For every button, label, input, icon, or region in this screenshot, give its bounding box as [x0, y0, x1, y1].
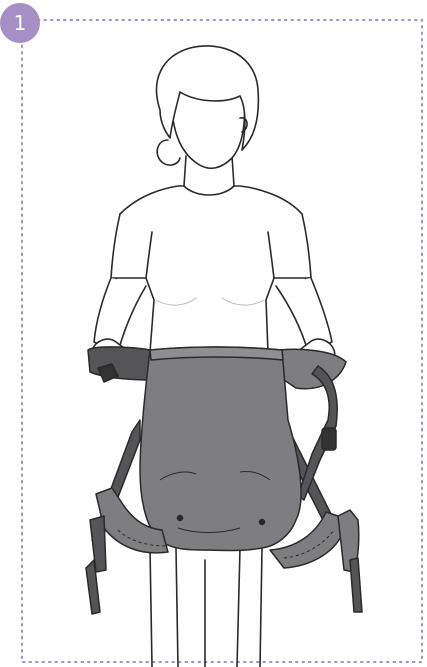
- baby-carrier: [86, 347, 362, 614]
- step-number: 1: [0, 3, 40, 43]
